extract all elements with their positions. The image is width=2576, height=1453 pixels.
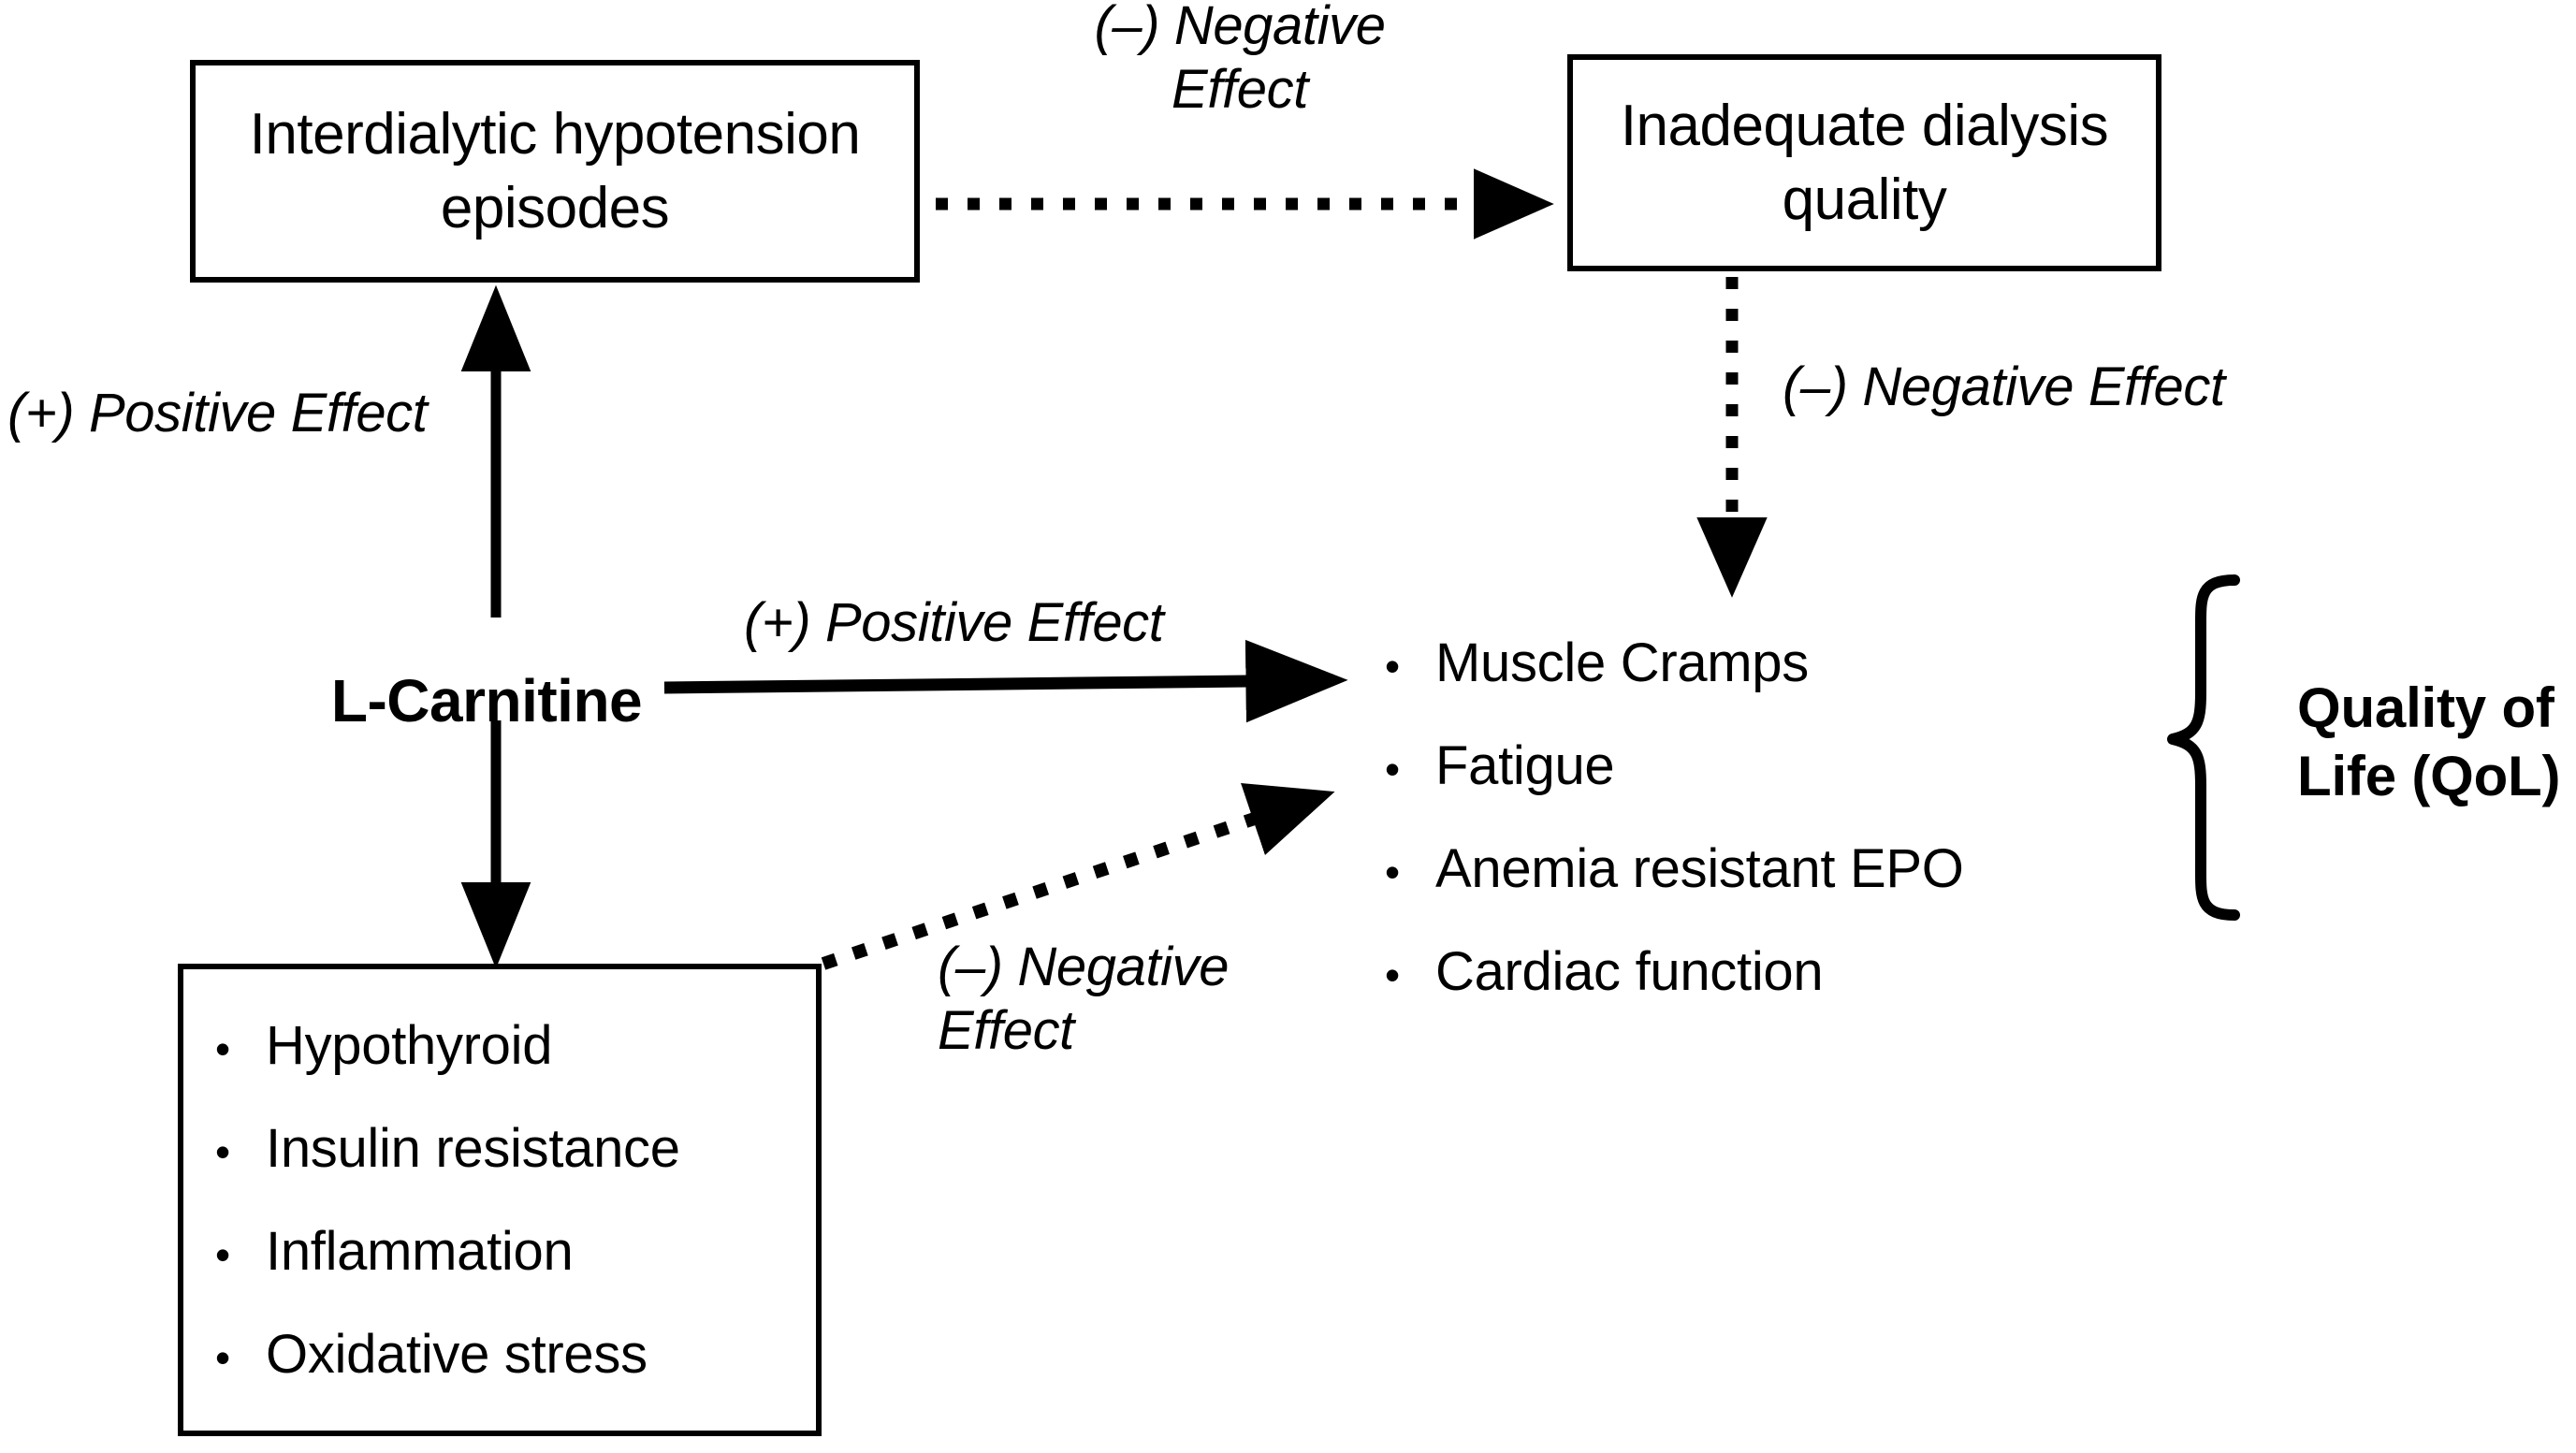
list-item[interactable]: • Insulin resistance: [215, 1117, 680, 1179]
bullet-icon: •: [1385, 745, 1400, 793]
bullet-icon: •: [215, 1332, 230, 1382]
risk-factor-label: Hypothyroid: [266, 1014, 553, 1076]
edge-label-lcarnitine-to-hypotension: (+) Positive Effect: [7, 383, 428, 443]
node-inadequate-dialysis-quality[interactable]: Inadequate dialysis quality: [1567, 54, 2161, 271]
bullet-icon: •: [1385, 642, 1400, 690]
node-risk-factors[interactable]: • Hypothyroid • Insulin resistance • Inf…: [178, 964, 822, 1436]
outcome-label: Cardiac function: [1435, 941, 1824, 1002]
list-item[interactable]: • Anemia resistant EPO: [1385, 842, 2124, 896]
bullet-icon: •: [215, 1229, 230, 1279]
edge-label-hypotension-to-dialysis: (–) Negative Effect: [1094, 0, 1386, 121]
edge-lcarnitine-to-outcomes: [663, 639, 1348, 723]
outcomes-brace: [2167, 574, 2240, 921]
outcomes-bullet-list: • Muscle Cramps • Fatigue • Anemia resis…: [1385, 636, 2124, 999]
bullet-icon: •: [215, 1126, 230, 1176]
edge-label-dialysis-to-outcomes: (–) Negative Effect: [1783, 356, 2225, 417]
node-outcomes[interactable]: • Muscle Cramps • Fatigue • Anemia resis…: [1385, 636, 2124, 999]
node-interdialytic-hypotension-label: Interdialytic hypotension episodes: [249, 101, 861, 240]
risk-factor-label: Oxidative stress: [266, 1323, 648, 1385]
outcome-label: Muscle Cramps: [1435, 632, 1809, 693]
risk-factor-label: Insulin resistance: [266, 1117, 680, 1179]
bullet-icon: •: [1385, 848, 1400, 896]
bullet-icon: •: [215, 1024, 230, 1073]
list-item[interactable]: • Hypothyroid: [215, 1014, 680, 1076]
node-l-carnitine-label: L-Carnitine: [330, 667, 643, 734]
node-inadequate-dialysis-quality-label: Inadequate dialysis quality: [1620, 93, 2109, 232]
list-item[interactable]: • Fatigue: [1385, 739, 2124, 793]
node-l-carnitine[interactable]: L-Carnitine: [253, 666, 720, 735]
risk-factor-label: Inflammation: [266, 1220, 574, 1282]
edge-label-lcarnitine-to-outcomes: (+) Positive Effect: [744, 592, 1164, 653]
list-item[interactable]: • Cardiac function: [1385, 945, 2124, 999]
risk-factors-list: • Hypothyroid • Insulin resistance • Inf…: [215, 1014, 680, 1385]
list-item[interactable]: • Muscle Cramps: [1385, 636, 2124, 690]
node-quality-of-life[interactable]: Quality of Life (QoL): [2297, 676, 2561, 808]
list-item[interactable]: • Oxidative stress: [215, 1323, 680, 1385]
outcome-label: Fatigue: [1435, 735, 1615, 796]
edge-label-riskfactors-to-outcomes: (–) Negative Effect: [938, 937, 1230, 1062]
node-interdialytic-hypotension[interactable]: Interdialytic hypotension episodes: [190, 60, 920, 283]
outcome-label: Anemia resistant EPO: [1435, 838, 1964, 899]
bullet-icon: •: [1385, 951, 1400, 999]
list-item[interactable]: • Inflammation: [215, 1220, 680, 1282]
